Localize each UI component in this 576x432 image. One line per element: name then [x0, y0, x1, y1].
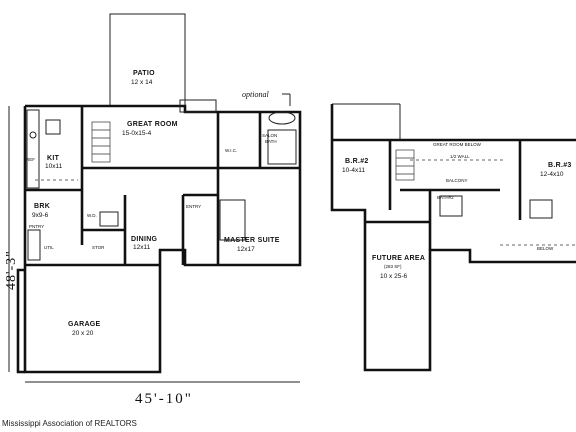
house-exterior-wall	[23, 104, 302, 374]
width-dim-label: 45'-10"	[135, 391, 193, 407]
below-label: BELOW	[537, 246, 554, 251]
patio-label: PATIO	[133, 70, 155, 77]
entry-label: ENTRY	[186, 204, 201, 209]
great-room-below-label: GREAT ROOM BELOW	[433, 142, 482, 147]
ref-label: REF	[26, 157, 35, 162]
washer-dryer	[99, 211, 119, 227]
patio-size: 12 x 14	[131, 79, 153, 86]
br3-label: B.R.#3	[548, 162, 572, 169]
breakfast-size: 9x9-6	[32, 212, 49, 219]
second-floor-plan: B.R.#2 10-4x11 B.R.#3 12-4x10 FUTURE ARE…	[330, 103, 576, 372]
kitchen-island	[45, 119, 61, 135]
bath2-tub	[439, 195, 463, 217]
optional-note: optional	[242, 90, 269, 99]
kitchen-counter	[26, 109, 40, 189]
kitchen-size: 10x11	[45, 163, 63, 170]
master-suite-size: 12x17	[237, 246, 255, 253]
shower	[267, 129, 297, 165]
patio-outline	[109, 13, 186, 107]
copyright-text: Mississippi Association of REALTORS	[2, 419, 137, 428]
dining-label: DINING	[131, 236, 158, 243]
stair-1	[91, 121, 111, 163]
dining-size: 12x11	[133, 244, 151, 251]
stor-label: STOR	[92, 245, 105, 250]
future-area-size: 10 x 25-6	[380, 273, 407, 280]
great-room-label: GREAT ROOM	[127, 121, 178, 128]
first-floor-plan: PATIO 12 x 14 GREAT ROOM 15-0x15-4 KIT 1…	[4, 13, 302, 407]
pantry-label: PNTRY	[29, 224, 44, 229]
depth-dim-label: 48'-3"	[4, 250, 19, 290]
bath2-label: BATH#2	[437, 195, 454, 200]
closet	[219, 199, 246, 241]
master-suite-label: MASTER SUITE	[224, 237, 280, 244]
util-label: UTIL	[44, 245, 54, 250]
half-wall-label: 1/2 WALL	[450, 154, 470, 159]
wd-label: W.D.	[87, 213, 97, 218]
garage-size: 20 x 20	[72, 330, 94, 337]
fireplace	[179, 99, 217, 113]
master-bath-sub: BATH	[265, 139, 277, 144]
kitchen-sink	[29, 131, 37, 139]
br2-label: B.R.#2	[345, 158, 369, 165]
br3-closet	[529, 199, 553, 219]
tub	[268, 111, 296, 125]
br3-size: 12-4x10	[540, 171, 564, 178]
future-area-label: FUTURE AREA	[372, 255, 425, 262]
upper-exterior-wall	[330, 104, 576, 372]
master-bath-label: SALON	[262, 133, 277, 138]
great-room-size: 15-0x15-4	[122, 130, 152, 137]
garage-wall	[16, 268, 25, 374]
stair-2	[395, 149, 415, 181]
pantry-shelves	[27, 229, 41, 261]
breakfast-label: BRK	[34, 203, 50, 210]
garage-label: GARAGE	[68, 321, 101, 328]
br2-size: 10-4x11	[342, 167, 365, 174]
kitchen-label: KIT	[47, 155, 60, 162]
future-area-sub: (283 SF)	[384, 264, 402, 269]
wic-label: W.I.C.	[225, 148, 237, 153]
balcony-label: BALCONY	[446, 178, 468, 183]
